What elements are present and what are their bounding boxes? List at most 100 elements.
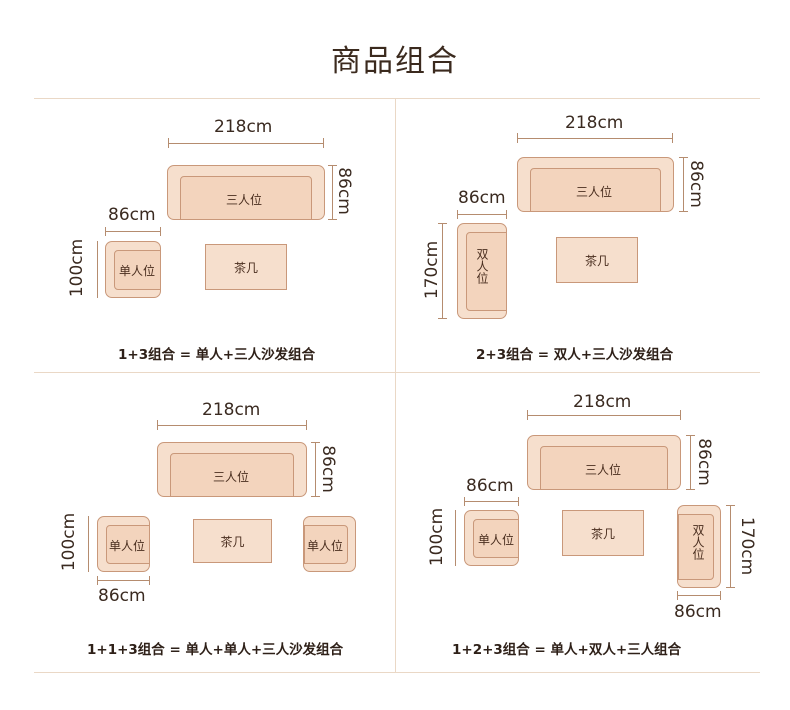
three-seat-label: 三人位 xyxy=(213,470,250,484)
three-seat-sofa: 三人位 xyxy=(167,165,325,220)
page-title: 商品组合 xyxy=(331,44,459,79)
sofa-seat xyxy=(170,453,294,497)
sofa-seat xyxy=(106,525,150,564)
measure-line xyxy=(88,516,89,572)
measure-line xyxy=(683,157,684,212)
single-seat-label: 单人位 xyxy=(307,539,344,553)
measure-tick xyxy=(311,496,320,497)
measure-line xyxy=(677,595,721,596)
three-seat-sofa: 三人位 xyxy=(527,435,681,490)
sofa-seat xyxy=(473,519,519,558)
dim-depth-86: 86cm xyxy=(693,438,714,486)
three-seat-label: 三人位 xyxy=(585,463,622,477)
dim-width-218: 218cm xyxy=(565,113,624,133)
measure-tick xyxy=(527,410,528,420)
measure-tick xyxy=(160,227,161,236)
dim-height-170: 170cm xyxy=(422,240,443,300)
dim-height-100: 100cm xyxy=(427,507,448,567)
measure-tick xyxy=(672,133,673,143)
coffee-table-label: 茶几 xyxy=(220,534,245,549)
dim-width-86: 86cm xyxy=(108,205,156,225)
measure-tick xyxy=(686,489,695,490)
double-seat-sofa: 双人位 xyxy=(457,223,507,319)
divider-vertical xyxy=(395,98,396,672)
single-seat-sofa-left: 单人位 xyxy=(97,516,150,572)
coffee-table: 茶几 xyxy=(205,244,287,290)
measure-line xyxy=(455,510,456,566)
measure-line xyxy=(97,580,150,581)
measure-tick xyxy=(680,410,681,420)
measure-tick xyxy=(686,435,695,436)
measure-line xyxy=(168,143,324,144)
divider-middle xyxy=(34,372,760,373)
divider-bottom xyxy=(34,672,760,673)
measure-tick xyxy=(679,211,688,212)
sofa-seat xyxy=(530,168,661,212)
coffee-table: 茶几 xyxy=(556,237,638,283)
caption-1-plus-3: 1+3组合 = 单人+三人沙发组合 xyxy=(118,347,316,363)
measure-tick xyxy=(328,165,337,166)
measure-line xyxy=(97,241,98,298)
dim-width-86: 86cm xyxy=(674,602,722,622)
dim-width-218: 218cm xyxy=(214,117,273,137)
measure-tick xyxy=(726,505,735,506)
measure-line xyxy=(315,442,316,497)
measure-line xyxy=(157,425,307,426)
sofa-seat xyxy=(540,446,668,490)
measure-line xyxy=(457,214,507,215)
caption-2-plus-3: 2+3组合 = 双人+三人沙发组合 xyxy=(476,347,674,363)
dim-height-170: 170cm xyxy=(737,516,758,576)
coffee-table-label: 茶几 xyxy=(233,260,258,275)
dim-width-218: 218cm xyxy=(573,392,632,412)
measure-tick xyxy=(726,587,735,588)
measure-tick xyxy=(149,576,150,585)
measure-tick xyxy=(157,420,158,430)
sofa-seat xyxy=(466,232,507,311)
measure-tick xyxy=(105,227,106,236)
measure-tick xyxy=(311,442,320,443)
dim-depth-86: 86cm xyxy=(685,160,706,208)
caption-1-plus-1-plus-3: 1+1+3组合 = 单人+单人+三人沙发组合 xyxy=(87,642,344,658)
dim-width-86: 86cm xyxy=(98,586,146,606)
measure-tick xyxy=(457,210,458,219)
measure-line xyxy=(517,138,673,139)
coffee-table-label: 茶几 xyxy=(584,253,609,268)
measure-tick xyxy=(168,138,169,148)
measure-tick xyxy=(328,219,337,220)
measure-tick xyxy=(438,318,447,319)
coffee-table-label: 茶几 xyxy=(590,526,615,541)
single-seat-label: 单人位 xyxy=(119,264,156,278)
measure-line xyxy=(442,223,443,319)
sofa-seat xyxy=(304,525,348,564)
measure-tick xyxy=(677,591,678,600)
dim-width-86: 86cm xyxy=(458,188,506,208)
coffee-table: 茶几 xyxy=(193,519,272,563)
coffee-table: 茶几 xyxy=(562,510,644,556)
measure-line xyxy=(332,165,333,220)
dim-height-100: 100cm xyxy=(67,238,88,298)
measure-tick xyxy=(720,591,721,600)
double-seat-sofa: 双人位 xyxy=(677,505,721,588)
sofa-seat xyxy=(114,250,161,290)
dim-width-86: 86cm xyxy=(466,476,514,496)
measure-tick xyxy=(97,576,98,585)
measure-line xyxy=(730,505,731,588)
single-seat-label: 单人位 xyxy=(478,533,515,547)
measure-tick xyxy=(306,420,307,430)
measure-tick xyxy=(679,157,688,158)
sofa-seat xyxy=(678,514,714,580)
measure-line xyxy=(527,415,681,416)
measure-tick xyxy=(518,497,519,506)
single-seat-sofa: 单人位 xyxy=(464,510,519,566)
measure-tick xyxy=(438,223,447,224)
measure-line xyxy=(105,231,161,232)
sofa-seat xyxy=(180,176,312,220)
double-seat-label: 双人位 xyxy=(475,248,489,284)
single-seat-sofa-right: 单人位 xyxy=(303,516,356,572)
three-seat-sofa: 三人位 xyxy=(517,157,674,212)
three-seat-label: 三人位 xyxy=(226,193,263,207)
divider-top xyxy=(34,98,760,99)
measure-line xyxy=(690,435,691,490)
three-seat-label: 三人位 xyxy=(576,185,613,199)
measure-tick xyxy=(464,497,465,506)
